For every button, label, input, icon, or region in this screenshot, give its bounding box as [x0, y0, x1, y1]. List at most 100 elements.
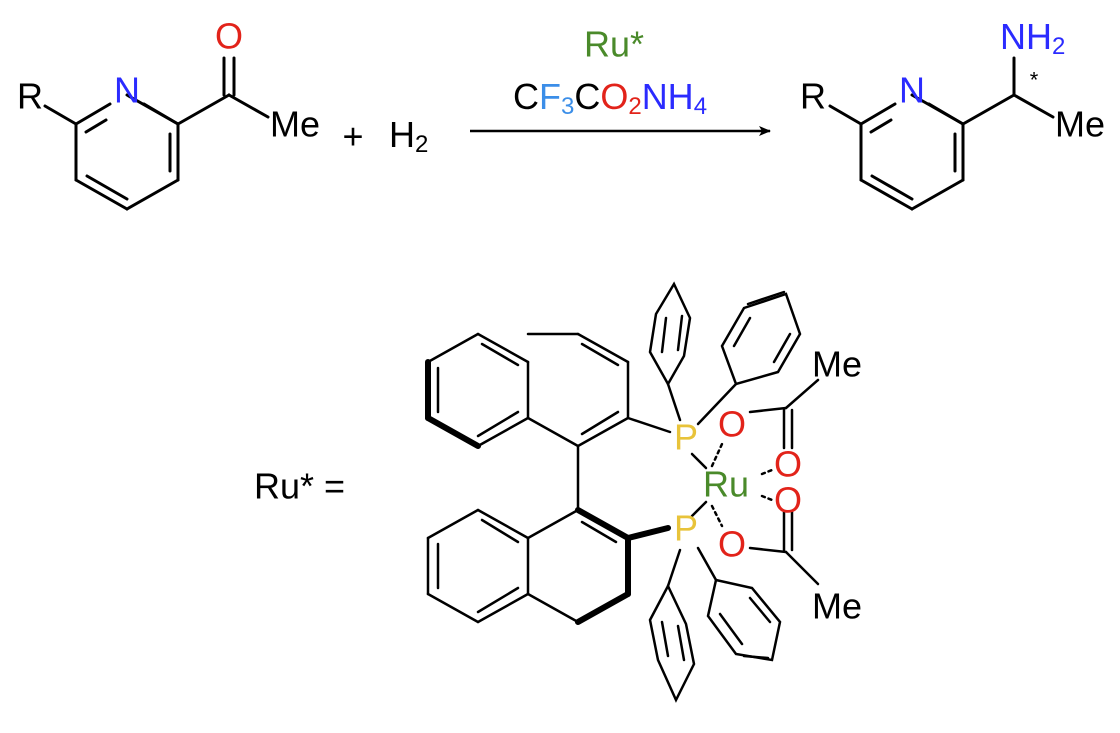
- coordination-bond: [760, 494, 774, 502]
- product-methyl: Me: [1055, 104, 1105, 145]
- bond: [476, 332, 530, 364]
- reactant-carbonyl-oxygen: O: [215, 16, 243, 57]
- phosphorus-bottom: P: [674, 508, 698, 549]
- bold-bond: [625, 525, 671, 541]
- hydrogen-symbol: H: [389, 114, 415, 155]
- bond: [859, 178, 914, 211]
- bond: [696, 546, 718, 582]
- bond: [859, 102, 897, 126]
- arrow-reagent-formula: CF3CO2NH4: [513, 76, 707, 120]
- product-ring-nitrogen: N: [899, 70, 925, 111]
- phenyl-ring: [648, 583, 696, 703]
- bond: [666, 548, 682, 588]
- bond: [176, 93, 231, 126]
- bond: [476, 416, 530, 448]
- reagent-part: C: [513, 76, 539, 117]
- coordination-bond: [710, 442, 724, 468]
- bond: [526, 416, 580, 448]
- bond: [626, 416, 672, 434]
- arrow-catalyst-label: Ru*: [584, 24, 644, 65]
- bold-bond: [425, 415, 481, 449]
- bond: [227, 93, 270, 119]
- bond: [125, 178, 180, 211]
- double-bond-inner: [746, 290, 786, 306]
- bond: [426, 508, 480, 540]
- double-bond-inner: [480, 342, 520, 367]
- ruthenium-center: Ru: [703, 464, 749, 505]
- double-bond-inner: [580, 342, 620, 367]
- catalyst-definition-label: Ru* =: [254, 466, 345, 507]
- double-bond-inner: [676, 624, 686, 662]
- acetate-methyl-top: Me: [812, 344, 862, 385]
- reactant-r-group: R: [17, 76, 43, 117]
- product-stereocenter-mark: *: [1030, 68, 1039, 93]
- bond: [426, 332, 480, 364]
- double-bond-inner: [676, 314, 684, 352]
- acetate-methyl-bottom: Me: [812, 586, 862, 627]
- double-bond-inner: [732, 316, 752, 348]
- double-bond-inner: [480, 518, 520, 544]
- bond: [910, 178, 965, 211]
- bond: [43, 104, 78, 126]
- double-bond-inner: [476, 586, 520, 614]
- phenyl-ring: [648, 281, 692, 387]
- oxygen-upper-acetate-bound: O: [718, 404, 746, 445]
- phenyl-ring: [706, 578, 782, 662]
- product-aminoethylpyridine: [828, 56, 1055, 211]
- bond: [426, 592, 480, 624]
- bond: [74, 102, 112, 126]
- bond: [927, 102, 965, 126]
- bond: [526, 508, 580, 540]
- bond: [696, 382, 738, 426]
- double-bond-inner: [870, 174, 914, 201]
- product-r-group: R: [800, 76, 826, 117]
- reagent-part: 4: [694, 93, 707, 120]
- double-bond-inner: [748, 596, 772, 624]
- bond: [476, 508, 530, 540]
- double-bond-inner: [580, 410, 620, 436]
- bond: [1012, 93, 1055, 119]
- reagent-part: F: [539, 76, 561, 117]
- bond: [961, 93, 1016, 126]
- double-bond-inner: [772, 332, 792, 364]
- oxygen-upper-acetate-carbonyl: O: [774, 444, 802, 485]
- bond: [476, 592, 530, 624]
- reactant-ring-nitrogen: N: [114, 70, 140, 111]
- double-bond-inner: [84, 118, 108, 134]
- hydrogen-subscript: 2: [415, 131, 428, 158]
- coordination-bond: [710, 504, 724, 528]
- bond: [784, 550, 820, 586]
- bond: [748, 406, 788, 414]
- bond: [690, 452, 708, 470]
- reagent-part: C: [574, 76, 600, 117]
- double-bond-inner: [660, 620, 670, 658]
- bond: [690, 500, 708, 518]
- reagent-part: O: [600, 76, 628, 117]
- bond: [576, 416, 630, 448]
- phenyl-ring: [720, 292, 802, 386]
- bond: [784, 378, 820, 410]
- hydrogen-gas: H2: [389, 114, 428, 158]
- catalyst-ru-binap-diacetate: [425, 281, 820, 703]
- product-amine: NH2: [1000, 16, 1065, 60]
- double-bond-inner: [718, 612, 744, 646]
- bond: [576, 332, 630, 364]
- amine-subscript: 2: [1052, 33, 1065, 60]
- bond: [142, 102, 180, 126]
- bold-bond: [575, 591, 631, 625]
- double-bond-inner: [476, 410, 520, 438]
- oxygen-lower-acetate-carbonyl: O: [774, 480, 802, 521]
- bond: [526, 592, 580, 624]
- reactant-methyl: Me: [270, 104, 320, 145]
- double-bond-inner: [660, 316, 668, 354]
- reagent-part: NH: [642, 76, 694, 117]
- plus-sign: +: [342, 116, 363, 157]
- double-bond-inner: [85, 174, 129, 201]
- coordination-bond: [760, 468, 774, 476]
- phosphorus-top: P: [674, 417, 698, 458]
- double-bond-inner: [742, 654, 770, 660]
- bond: [828, 104, 863, 126]
- oxygen-lower-acetate-bound: O: [718, 524, 746, 565]
